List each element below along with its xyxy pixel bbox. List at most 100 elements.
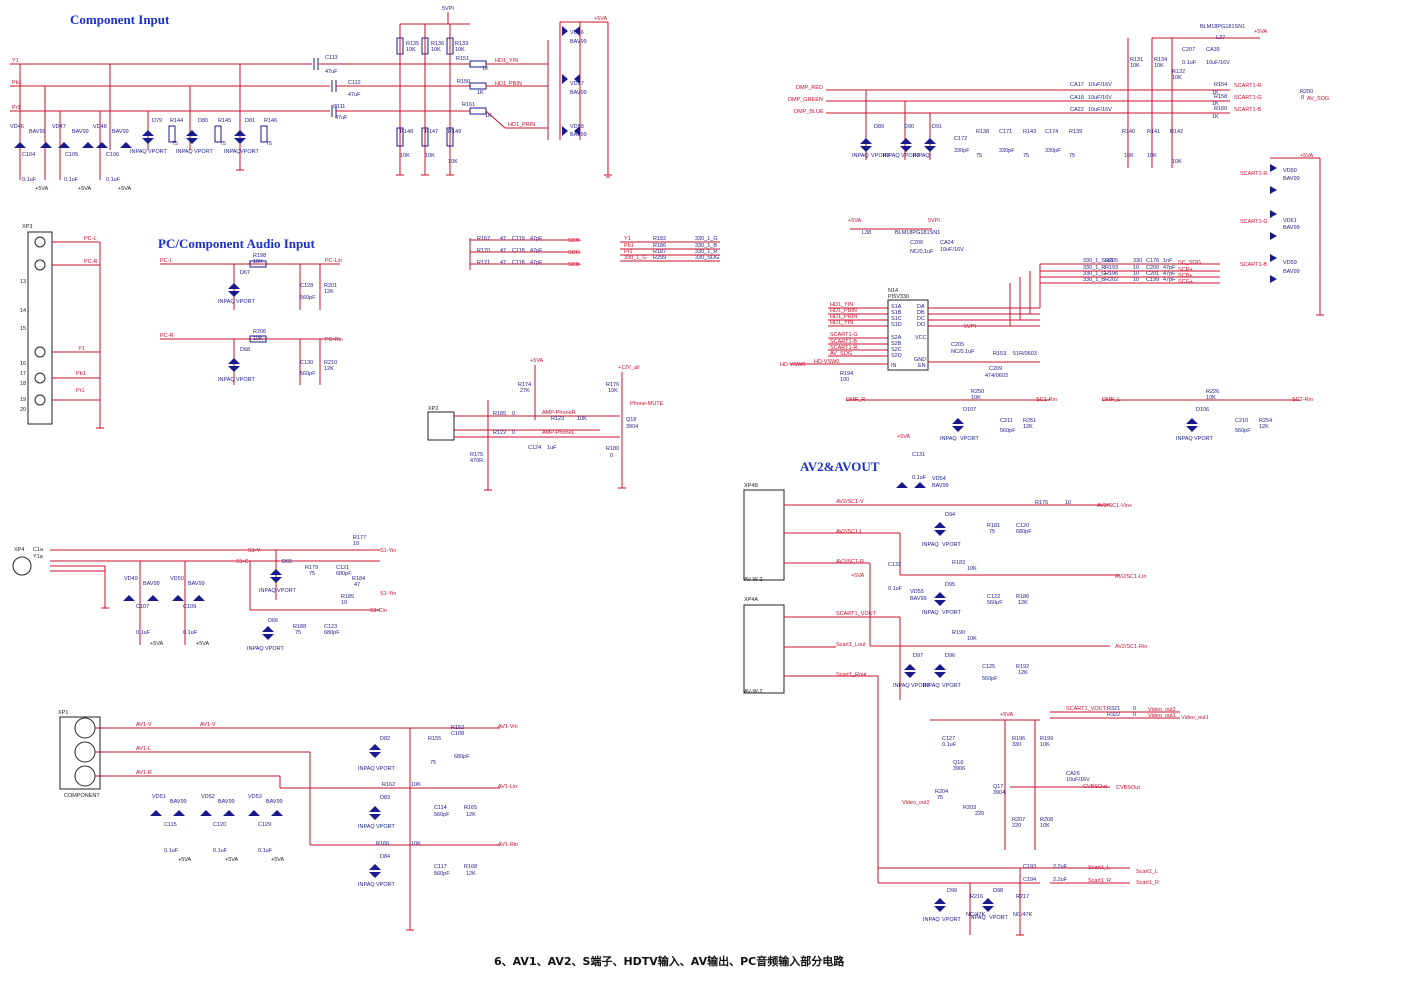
svg-text:AV_SOG: AV_SOG — [1307, 96, 1329, 102]
svg-text:R250: R250 — [971, 389, 984, 395]
svg-text:D97: D97 — [913, 653, 923, 659]
svg-text:SCART1-R: SCART1-R — [1234, 83, 1261, 89]
svg-text:VPORT: VPORT — [194, 149, 213, 155]
svg-text:CA24: CA24 — [940, 240, 954, 246]
svg-text:R176: R176 — [606, 382, 619, 388]
svg-text:XP1: XP1 — [58, 710, 68, 716]
svg-text:BAV99: BAV99 — [72, 129, 89, 135]
svg-text:VD49: VD49 — [124, 576, 138, 582]
svg-text:3906: 3906 — [953, 766, 965, 772]
svg-text:R193: R193 — [1105, 265, 1118, 271]
svg-text:330_1_G: 330_1_G — [1083, 271, 1106, 277]
pi5v330-block: +5VA 5VPI L38 BLM18PG181SN1 C206NC/0.1uF… — [780, 218, 1220, 383]
svg-text:INPAQ: INPAQ — [969, 915, 986, 921]
svg-text:10uF/16V: 10uF/16V — [1088, 107, 1112, 113]
svg-text:SCART1-R: SCART1-R — [1240, 171, 1267, 177]
svg-text:INPAQ: INPAQ — [923, 917, 940, 923]
svg-text:C118: C118 — [512, 248, 525, 254]
svg-text:GND: GND — [914, 357, 926, 363]
svg-text:0.1uF: 0.1uF — [942, 742, 957, 748]
svg-text:18: 18 — [20, 381, 26, 387]
svg-text:10K: 10K — [1172, 159, 1182, 165]
svg-text:DMP_BLUE: DMP_BLUE — [794, 109, 824, 115]
svg-text:0: 0 — [1301, 95, 1304, 101]
svg-text:C171: C171 — [999, 129, 1012, 135]
svg-text:75: 75 — [430, 760, 436, 766]
svg-text:INPAQ: INPAQ — [224, 149, 241, 155]
svg-text:D81: D81 — [245, 118, 255, 124]
svg-text:D94: D94 — [945, 512, 955, 518]
svg-text:330pF: 330pF — [954, 148, 970, 154]
svg-text:INPAQ: INPAQ — [247, 646, 264, 652]
svg-text:R185: R185 — [341, 594, 354, 600]
svg-text:R184: R184 — [352, 576, 365, 582]
svg-text:SCART1-R: SCART1-R — [830, 345, 857, 351]
svg-text:SC2-Rin: SC2-Rin — [1292, 397, 1313, 403]
svg-text:C131: C131 — [912, 452, 925, 458]
svg-text:220: 220 — [1012, 823, 1021, 829]
svg-text:330_SOG: 330_SOG — [695, 255, 719, 261]
svg-text:17: 17 — [20, 371, 26, 377]
svg-text:BAV99: BAV99 — [112, 129, 129, 135]
svg-text:EN: EN — [918, 363, 926, 369]
svg-text:0: 0 — [1133, 712, 1136, 718]
svg-text:R145: R145 — [218, 118, 231, 124]
svg-text:CA17: CA17 — [1070, 82, 1084, 88]
svg-text:12K: 12K — [1259, 424, 1269, 430]
svg-text:R198: R198 — [253, 253, 266, 259]
svg-text:0.1uF: 0.1uF — [888, 586, 903, 592]
svg-text:S2A: S2A — [891, 335, 902, 341]
svg-text:330pF: 330pF — [999, 148, 1015, 154]
svg-text:R146: R146 — [264, 118, 277, 124]
svg-text:Pr1: Pr1 — [76, 388, 85, 394]
svg-text:SCR+: SCR+ — [1178, 267, 1193, 273]
svg-text:+5VA: +5VA — [35, 186, 49, 192]
svg-text:16: 16 — [20, 361, 26, 367]
svg-text:Video_out1: Video_out1 — [1148, 713, 1176, 719]
svg-text:C172: C172 — [954, 136, 967, 142]
svg-text:12K: 12K — [324, 289, 334, 295]
svg-text:DC: DC — [917, 316, 925, 322]
svg-text:R186: R186 — [653, 243, 666, 249]
svg-text:2.2uF: 2.2uF — [1053, 877, 1068, 883]
svg-text:S2B: S2B — [891, 341, 902, 347]
svg-text:S1-C: S1-C — [236, 559, 249, 565]
svg-text:R168: R168 — [464, 864, 477, 870]
svg-text:R143: R143 — [1023, 129, 1036, 135]
svg-text:Video_out2: Video_out2 — [1148, 707, 1176, 713]
svg-text:SCART1_VOUT: SCART1_VOUT — [836, 611, 877, 617]
c111-val: 47uF — [335, 115, 348, 121]
svg-text:10: 10 — [1065, 500, 1071, 506]
svg-text:47: 47 — [500, 248, 506, 254]
svg-text:560pF: 560pF — [1000, 428, 1016, 434]
svg-text:S2D: S2D — [891, 353, 902, 359]
svg-text:C123: C123 — [324, 624, 337, 630]
svg-text:AV1-Lin: AV1-Lin — [498, 784, 517, 790]
svg-text:SCR-: SCR- — [568, 238, 582, 244]
svg-text:SCART1-B: SCART1-B — [1240, 262, 1267, 268]
svg-text:AV2/SC1-Vin+: AV2/SC1-Vin+ — [1097, 503, 1132, 509]
svg-text:10K: 10K — [400, 153, 410, 159]
svg-text:0.1uF: 0.1uF — [912, 475, 927, 481]
svg-text:BAV99: BAV99 — [266, 799, 283, 805]
svg-text:10K: 10K — [448, 159, 458, 165]
svg-text:R144: R144 — [170, 118, 183, 124]
svg-text:R132: R132 — [1172, 69, 1185, 75]
svg-text:D107: D107 — [963, 407, 976, 413]
svg-text:DMP_L: DMP_L — [1102, 397, 1120, 403]
svg-text:330_1_R: 330_1_R — [695, 249, 717, 255]
svg-text:R175: R175 — [470, 452, 483, 458]
svg-text:C120: C120 — [1016, 523, 1029, 529]
svg-text:BLM18PG181SN1: BLM18PG181SN1 — [1200, 24, 1245, 30]
svg-text:10K: 10K — [1147, 153, 1157, 159]
svg-text:1K: 1K — [1212, 114, 1219, 120]
svg-text:S1-Yin: S1-Yin — [380, 548, 396, 554]
svg-text:VPORT: VPORT — [376, 824, 395, 830]
svg-text:R135: R135 — [406, 41, 419, 47]
svg-text:Video_out2: Video_out2 — [902, 800, 930, 806]
svg-text:AV1-Rin: AV1-Rin — [498, 842, 518, 848]
